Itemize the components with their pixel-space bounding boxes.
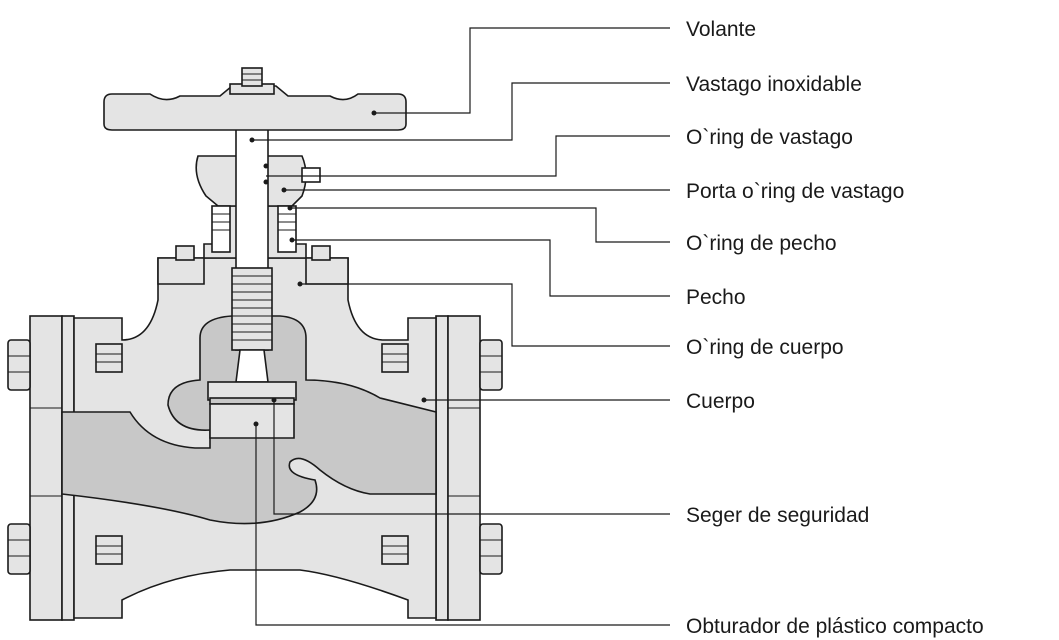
right-bolt-top [479,339,503,391]
left-bolt-bottom [7,523,31,575]
bonnet-nut-left [175,245,195,261]
body-nut-left-top [95,343,123,373]
handwheel [103,85,407,131]
label-volante: Volante [686,18,756,41]
leader-seger-seguridad [273,400,670,515]
leader-obturador [255,424,670,626]
label-obturador: Obturador de plástico compacto [686,615,984,638]
holder-threads-right [277,205,297,253]
leader-volante [374,27,670,114]
stem-thread-lines [232,275,272,341]
holder-side-port [301,167,321,183]
label-cuerpo: Cuerpo [686,390,755,413]
retaining-ring [209,397,295,405]
left-bolt-top [7,339,31,391]
stem-threaded-section [231,267,273,351]
body-nut-left-bottom [95,535,123,565]
leader-oring-vastago [266,135,670,177]
label-pecho: Pecho [686,286,746,309]
label-seger-seguridad: Seger de seguridad [686,504,869,527]
right-flange [435,315,481,621]
bonnet-nut-right [311,245,331,261]
leader-oring-cuerpo [300,283,670,347]
handwheel-stem-tip [241,67,263,87]
stem-tip-thread-lines [242,73,262,81]
leader-vastago-inoxidable [252,82,670,141]
label-oring-cuerpo: O`ring de cuerpo [686,336,844,359]
leader-pecho [292,239,670,297]
label-oring-pecho: O`ring de pecho [686,232,837,255]
body-nut-right-bottom [381,535,409,565]
leader-oring-pecho [290,207,670,243]
label-vastago-inoxidable: Vastago inoxidable [686,73,862,96]
plastic-plug [209,403,295,439]
body-nut-right-top [381,343,409,373]
holder-threads-left [211,205,231,253]
right-bolt-bottom [479,523,503,575]
label-porta-oring-vastago: Porta o`ring de vastago [686,180,904,203]
holder-thread-lines [212,213,296,231]
stem-lower-neck [235,349,269,383]
label-oring-vastago: O`ring de vastago [686,126,853,149]
